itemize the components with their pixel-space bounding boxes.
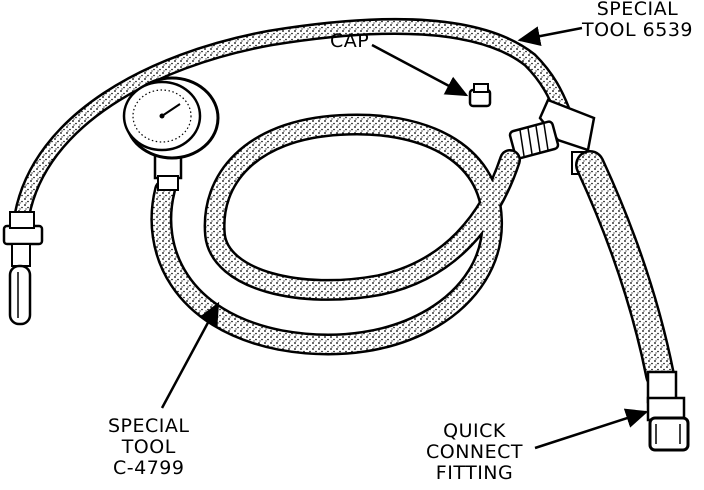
leader-c4799 <box>160 301 220 409</box>
left-end-fitting <box>2 211 44 326</box>
hose-c4799-loop <box>150 113 521 356</box>
label-line: SPECIAL <box>108 415 190 437</box>
label-line: TOOL <box>121 436 176 458</box>
label-line: SPECIAL <box>596 0 679 20</box>
hose-to-quick-connect <box>575 150 675 390</box>
leader-quick-connect <box>534 408 649 450</box>
hose-6539 <box>13 17 571 224</box>
label-quick-connect-fitting: QUICK CONNECT FITTING <box>426 421 523 484</box>
label-line: CONNECT <box>426 441 524 463</box>
leader-cap <box>371 43 469 97</box>
label-line: CAP <box>330 30 370 52</box>
label-special-tool-c4799: SPECIAL TOOL C-4799 <box>108 416 189 479</box>
quick-connect-fitting <box>646 370 690 452</box>
label-line: C-4799 <box>113 457 185 479</box>
leader-6539 <box>517 26 583 47</box>
cap-part <box>468 83 492 108</box>
label-line: TOOL 6539 <box>582 19 693 41</box>
pressure-gauge <box>122 76 220 191</box>
label-cap: CAP <box>330 31 369 52</box>
label-line: FITTING <box>435 462 514 484</box>
label-special-tool-6539: SPECIAL TOOL 6539 <box>582 0 693 41</box>
label-line: QUICK <box>443 420 506 442</box>
